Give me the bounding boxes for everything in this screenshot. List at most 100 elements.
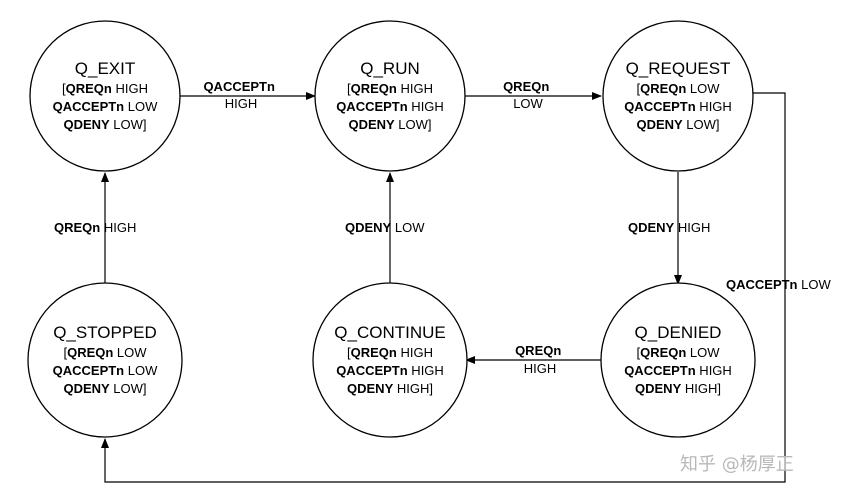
signal-name: QDENY (347, 381, 394, 396)
signal-name: QREQn (640, 81, 686, 96)
label-signal: QDENY (628, 220, 675, 235)
label-level: HIGH (674, 220, 710, 235)
signal-name: QACCEPTn (336, 363, 408, 378)
label-signal: QACCEPTn (203, 79, 275, 94)
signal-name: QACCEPTn (624, 99, 696, 114)
signal-value: HIGH (397, 345, 433, 360)
state-condition-line: [QREQn LOW (63, 345, 147, 360)
watermark: 知乎 @杨厚正 (680, 454, 794, 475)
edge-request-to-stopped (101, 92, 786, 483)
label-run-to-request: QREQn LOW (503, 79, 553, 111)
signal-value: LOW (113, 345, 147, 360)
signal-value: HIGH (112, 81, 148, 96)
state-condition-line: QACCEPTn HIGH (336, 99, 444, 114)
signal-name: QDENY (348, 117, 395, 132)
state-circle (314, 20, 466, 172)
state-condition-line: QACCEPTn HIGH (624, 363, 732, 378)
signal-value: [ (636, 345, 640, 360)
state-condition-line: QDENY LOW] (636, 117, 719, 132)
label-level: LOW (391, 220, 425, 235)
state-circle (312, 282, 468, 438)
signal-value: LOW (686, 345, 720, 360)
state-condition-line: QACCEPTn LOW (53, 99, 158, 114)
signal-value: LOW] (110, 117, 147, 132)
label-denied-to-continue: QREQn HIGH (515, 343, 565, 376)
signal-value: LOW] (395, 117, 432, 132)
state-condition-line: [QREQn LOW (636, 81, 720, 96)
state-condition-line: QACCEPTn HIGH (336, 363, 444, 378)
signal-name: QACCEPTn (53, 99, 125, 114)
signal-value: HIGH (408, 99, 444, 114)
label-exit-to-run: QACCEPTn HIGH (203, 79, 278, 111)
state-condition-line: QDENY LOW] (63, 117, 146, 132)
state-condition-line: [QREQn HIGH (347, 81, 433, 96)
label-signal: QREQn (54, 220, 100, 235)
label-signal: QACCEPTn (726, 277, 798, 292)
state-title: Q_REQUEST (626, 59, 731, 78)
label-level: LOW (513, 96, 543, 111)
signal-name: QREQn (351, 81, 397, 96)
state-circle (29, 20, 181, 172)
transition-labels: QACCEPTn HIGH QREQn LOW QDENY HIGH QREQn… (54, 79, 831, 376)
state-condition-line: QACCEPTn HIGH (624, 99, 732, 114)
signal-value: HIGH (696, 363, 732, 378)
signal-value: [ (347, 81, 351, 96)
signal-name: QACCEPTn (53, 363, 125, 378)
signal-value: [ (636, 81, 640, 96)
label-request-to-stopped: QACCEPTn LOW (726, 277, 831, 292)
signal-name: QDENY (63, 381, 110, 396)
label-request-to-denied: QDENY HIGH (628, 220, 710, 235)
state-condition-line: [QREQn LOW (636, 345, 720, 360)
state-q-request: Q_REQUEST [QREQn LOW QACCEPTn HIGH QDENY LO… (602, 20, 754, 172)
state-condition-line: QDENY HIGH] (635, 381, 721, 396)
state-condition-line: [QREQn HIGH (62, 81, 148, 96)
signal-name: QREQn (67, 345, 113, 360)
state-circle (600, 282, 756, 438)
state-condition-line: QDENY LOW] (348, 117, 431, 132)
label-signal: QREQn (503, 79, 549, 94)
label-level: HIGH (100, 220, 136, 235)
signal-value: LOW (124, 99, 158, 114)
label-level: LOW (798, 277, 832, 292)
state-condition-line: QACCEPTn LOW (53, 363, 158, 378)
signal-name: QREQn (640, 345, 686, 360)
state-condition-line: QDENY HIGH] (347, 381, 433, 396)
state-circle (27, 282, 183, 438)
state-title: Q_STOPPED (53, 323, 157, 342)
signal-name: QACCEPTn (624, 363, 696, 378)
state-q-denied: Q_DENIED [QREQn LOW QACCEPTn HIGH QDENY HIG… (600, 282, 756, 438)
signal-value: LOW (686, 81, 720, 96)
state-condition-line: QDENY LOW] (63, 381, 146, 396)
signal-value: HIGH] (393, 381, 433, 396)
signal-name: QDENY (636, 117, 683, 132)
signal-value: [ (62, 81, 66, 96)
state-title: Q_CONTINUE (334, 323, 445, 342)
label-level: HIGH (524, 361, 557, 376)
signal-value: HIGH (408, 363, 444, 378)
state-circle (602, 20, 754, 172)
signal-value: HIGH (696, 99, 732, 114)
signal-value: LOW (124, 363, 158, 378)
signal-name: QDENY (63, 117, 110, 132)
transitions (101, 92, 786, 483)
label-continue-to-run: QDENY LOW (345, 220, 425, 235)
signal-name: QREQn (351, 345, 397, 360)
signal-value: [ (63, 345, 67, 360)
signal-name: QREQn (66, 81, 112, 96)
signal-value: HIGH] (681, 381, 721, 396)
signal-value: LOW] (110, 381, 147, 396)
signal-name: QACCEPTn (336, 99, 408, 114)
label-level: HIGH (225, 96, 258, 111)
state-title: Q_DENIED (635, 323, 722, 342)
label-signal: QDENY (345, 220, 392, 235)
signal-name: QDENY (635, 381, 682, 396)
watermark-text: 知乎 @杨厚正 (680, 454, 794, 475)
state-title: Q_RUN (360, 59, 420, 78)
signal-value: [ (347, 345, 351, 360)
label-stopped-to-exit: QREQn HIGH (54, 220, 136, 235)
